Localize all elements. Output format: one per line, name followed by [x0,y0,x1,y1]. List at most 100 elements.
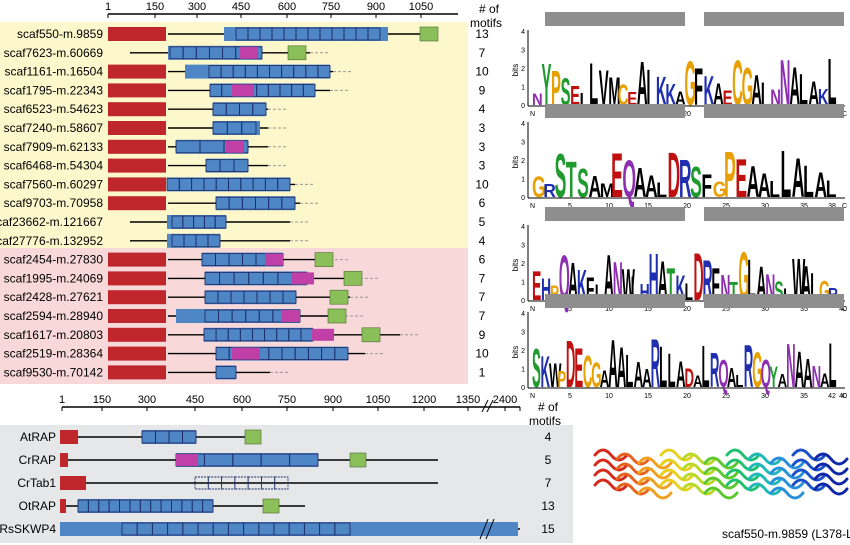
logo-y-tick: 0 [521,385,525,392]
bottom-row-motif-count: 13 [541,499,555,513]
motif-box [234,476,249,490]
logo-letter: A [778,371,788,392]
red-domain [108,290,166,305]
helix-ribbon [703,486,739,500]
logo-letter: L [659,335,667,400]
logo-letter: A [588,171,601,204]
top-axis-tick-label: 300 [188,1,206,13]
logo-y-tick: 0 [521,103,525,110]
helix-banner [704,294,844,308]
logo-c-label: C [842,393,847,400]
red-domain [108,83,166,98]
logo-letter: A [801,255,811,311]
logo-letter: H [541,273,551,308]
logo-letter: S [555,141,567,210]
logo-letter: E [735,147,747,209]
helix-banner [545,12,685,26]
logo-y-tick: 0 [521,298,525,305]
top-motif-header-line1: # of [479,2,500,16]
blue-domain [216,365,236,380]
magenta-motif [282,310,300,322]
bottom-axis-tick-label: 2400 [493,394,517,406]
logo-x-tick: 5 [568,306,572,313]
logo-letter: H [640,281,650,306]
motif-box [260,476,276,490]
logo-letter: A [820,369,830,391]
red-domain [108,271,166,286]
logo-x-tick: 35 [800,306,808,313]
red-domain [108,64,166,79]
helix-ribbon [813,452,849,466]
logo-letter: E [532,262,541,309]
logo-letter: Q [761,352,771,396]
logo-letter: L [668,345,676,398]
motif-box [247,476,262,490]
logo-letter: G [752,342,762,398]
logo-x-tick: 25 [722,203,730,210]
helix-ribbon [747,482,783,496]
bottom-axis-tick-label: 150 [93,394,111,406]
bottom-row-label: RsSKWP4 [0,522,56,536]
top-row-motif-count: 7 [479,46,486,60]
logo-letter: L [631,271,640,308]
logo-letter: A [758,167,771,205]
top-row-motif-count: 10 [475,65,489,79]
green-domain [329,289,349,305]
red-domain [108,27,166,41]
motif-box [215,365,237,379]
red-domain [108,252,166,267]
top-row-motif-count: 3 [479,121,486,135]
motif-box [274,476,289,490]
logo-letter: S [774,276,783,306]
bottom-row-motif-count: 5 [545,453,552,467]
motif-box [277,177,291,191]
blue-domain [205,271,307,286]
blue-domain [206,158,248,173]
logo-letter: A [803,352,813,396]
logo-letter: A [693,374,703,392]
logo-x-tick: 42 [828,393,836,400]
motif-box [194,476,209,490]
motif-box [334,347,349,361]
logo-letter: Q [718,354,728,397]
red-domain [108,177,166,192]
helix-ribbon [813,472,849,486]
logo-x-tick: 10 [605,203,613,210]
logo-letter: E [570,80,580,111]
blue-domain [210,83,315,98]
helix-ribbon [615,472,651,486]
logo-letter: N [770,85,781,110]
logo-letter: L [701,335,709,401]
helix-ribbon [747,462,783,476]
structure-caption: scaf550-m.9859 (L378-L838) [722,527,850,541]
logo-letter: W [549,358,562,395]
logo-x-tick: 40 [839,393,847,400]
motif-box [334,522,351,536]
bottom-row-label: OtRAP [19,499,56,513]
logo-letter: F [701,167,712,204]
bottom-axis-tick-label: 600 [233,394,251,406]
top-row-motif-count: 3 [479,140,486,154]
logo-letter: R [702,248,712,313]
logo-letter: A [814,165,827,204]
logo-letter: R [679,150,692,209]
bottom-axis-tick-label: 900 [324,394,342,406]
helix-ribbon [769,476,805,490]
blue-domain [204,327,313,342]
motif-box [221,476,236,490]
helix-ribbon [791,468,827,482]
logo-letter: L [781,138,792,212]
top-row-label: scaf2594-m.28940 [4,309,104,323]
helix-ribbon [681,462,717,476]
logo-y-tick: 1 [521,280,525,287]
logo-letter: N [765,266,775,308]
